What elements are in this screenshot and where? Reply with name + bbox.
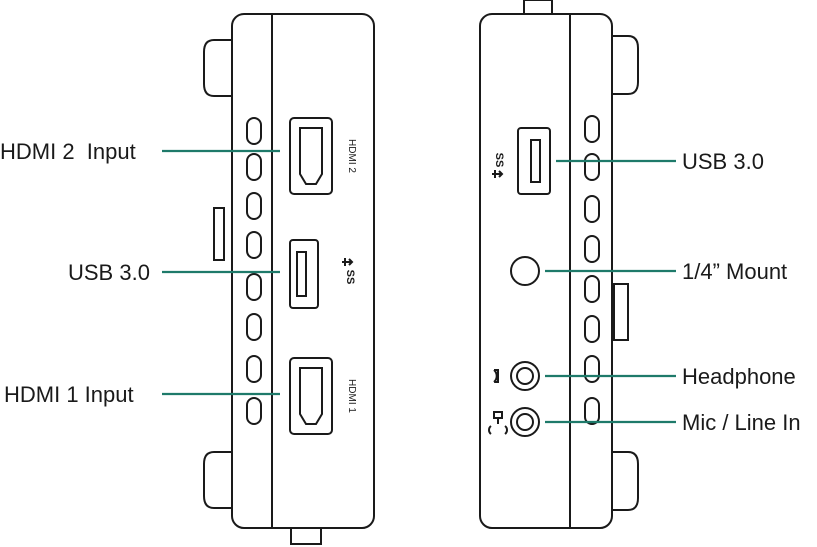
left-usb-ss-label: SS <box>344 270 356 285</box>
vent-slot <box>246 117 262 145</box>
hdmi1-callout-label: HDMI 1 Input <box>4 382 134 407</box>
headphone-icon <box>493 369 499 383</box>
headphone-callout-label: Headphone <box>682 364 796 389</box>
headphone-jack <box>493 361 540 391</box>
right-vent-slots <box>584 115 600 425</box>
vent-slot <box>246 192 262 220</box>
right-top-knob <box>523 0 553 15</box>
usb-ss-icon <box>492 170 504 178</box>
hdmi1-port-label: HDMI 1 <box>346 379 357 413</box>
vent-slot <box>584 355 600 383</box>
vent-slot <box>246 397 262 425</box>
vent-slot <box>246 273 262 301</box>
vent-slot <box>584 115 600 143</box>
mount-callout-label: 1/4” Mount <box>682 259 787 284</box>
vent-slot <box>246 355 262 383</box>
mic-line-in-icon <box>488 411 508 435</box>
hdmi2-callout-label: HDMI 2 Input <box>0 139 136 164</box>
right-side-tab <box>613 283 629 341</box>
usb-trident-icon <box>342 258 354 266</box>
left-usb-port: SS <box>289 239 356 309</box>
vent-slot <box>246 313 262 341</box>
right-top-bumper <box>612 35 639 95</box>
hdmi2-port: HDMI 2 <box>289 117 357 195</box>
vent-slot <box>584 153 600 181</box>
vent-slot <box>584 397 600 425</box>
vent-slot <box>584 235 600 263</box>
left-side-tab <box>213 207 225 261</box>
left-bottom-bumper <box>203 451 232 509</box>
right-usb-port: SS <box>492 127 551 195</box>
vent-slot <box>246 153 262 181</box>
vent-slot <box>584 195 600 223</box>
mic-callout-label: Mic / Line In <box>682 410 801 435</box>
right-bottom-bumper <box>612 451 639 511</box>
left-vent-slots <box>246 117 262 425</box>
left-foot <box>290 527 322 545</box>
right-side-view: SS USB 3.0 1/4” Mount Headphone Mic / Li… <box>479 0 801 529</box>
left-usb-callout-label: USB 3.0 <box>68 260 150 285</box>
hdmi1-port: HDMI 1 <box>289 357 357 435</box>
vent-slot <box>584 275 600 303</box>
left-top-bumper <box>203 39 232 97</box>
vent-slot <box>584 315 600 343</box>
vent-slot <box>246 231 262 259</box>
right-usb-ss-label: SS <box>493 153 505 168</box>
quarter-inch-mount-hole <box>510 256 540 286</box>
left-side-view: HDMI 2 SS HDMI 1 HDMI 2 Input USB 3.0 HD… <box>0 13 375 545</box>
mic-line-in-jack <box>488 407 540 437</box>
hdmi2-port-label: HDMI 2 <box>346 139 357 173</box>
right-usb-callout-label: USB 3.0 <box>682 149 764 174</box>
